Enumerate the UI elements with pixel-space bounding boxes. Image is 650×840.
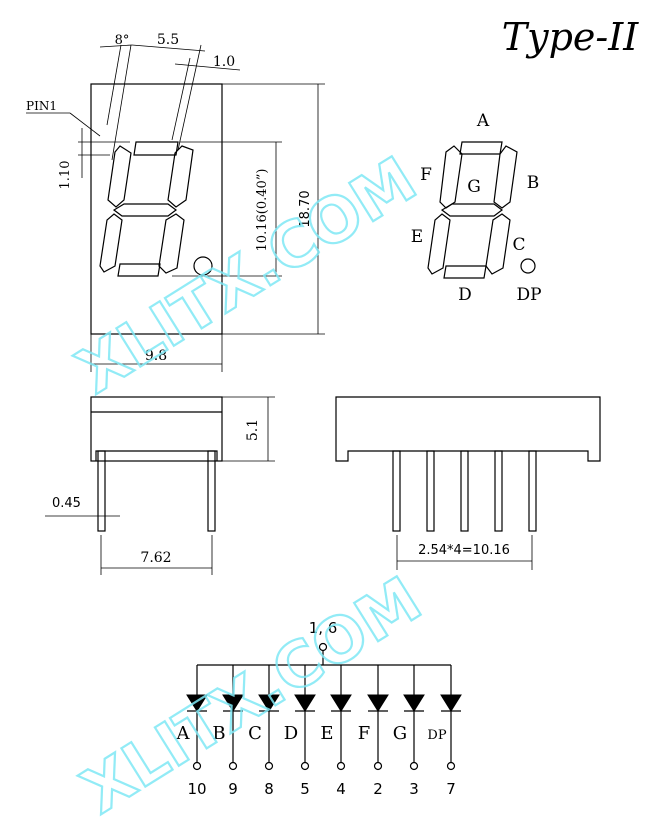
- map-segment-g: [440, 203, 503, 217]
- diode-f: F2: [358, 665, 389, 798]
- title: Type-II: [502, 15, 639, 59]
- pin-terminal: [264, 761, 274, 771]
- row-spacing-label: 7.62: [140, 550, 171, 566]
- side-height-label: 5.1: [245, 419, 261, 441]
- map-segment-c: [485, 213, 511, 275]
- diode-b: B9: [212, 665, 244, 798]
- body-width-label: 9.8: [145, 348, 167, 364]
- diode-pin-number: 7: [446, 780, 456, 798]
- map-label-g: G: [467, 177, 481, 197]
- map-label-f: F: [420, 165, 432, 185]
- diode-segment-label: G: [393, 723, 407, 744]
- front-segment-f: [107, 145, 132, 208]
- pin-terminal: [409, 761, 419, 771]
- side-pin-left: [97, 450, 106, 532]
- side-body-outline: [90, 396, 223, 462]
- diode-segment-label: C: [248, 723, 262, 744]
- pin-terminal: [373, 761, 383, 771]
- diode-segment-label: D: [284, 723, 298, 744]
- bottom-pin-1: [392, 450, 401, 532]
- angle-label: 8°: [115, 33, 130, 48]
- front-decimal-point: [193, 256, 213, 276]
- diode-triangle: [258, 694, 280, 712]
- diode-pin-number: 10: [187, 780, 206, 798]
- bottom-pin-2: [426, 450, 435, 532]
- bottom-view: 2.54*4=10.16: [335, 396, 601, 570]
- pin-terminal: [300, 761, 310, 771]
- diode-c: C8: [248, 665, 280, 798]
- digit-width-label: 5.5: [157, 32, 179, 48]
- diode-pin-number: 5: [300, 780, 310, 798]
- pin-width-label: 0.45: [52, 496, 81, 511]
- common-pin-label: 1, 6: [309, 619, 338, 637]
- diode-triangle: [186, 694, 208, 712]
- front-segment-b: [167, 145, 194, 208]
- diode-triangle: [440, 694, 462, 712]
- diode-segment-label: DP: [427, 728, 446, 743]
- diode-g: G3: [393, 665, 425, 798]
- pin-terminal: [228, 761, 238, 771]
- front-segment-g: [112, 203, 177, 217]
- diode-segment-label: A: [176, 723, 191, 744]
- bottom-pin-4: [494, 450, 503, 532]
- side-view: 5.1 0.45 7.62: [45, 396, 275, 575]
- map-segment-a: [459, 141, 503, 155]
- diode-dp: DP 7: [427, 665, 462, 798]
- watermark-top: XLITX.COM: [64, 142, 428, 407]
- diode-pin-number: 9: [228, 780, 238, 798]
- diode-a: A 10: [176, 665, 208, 798]
- diode-segment-label: E: [320, 723, 333, 744]
- diode-triangle: [403, 694, 425, 712]
- segment-map: A B C D E F G DP: [411, 111, 542, 305]
- diode-triangle: [294, 694, 316, 712]
- pin-terminal: [446, 761, 456, 771]
- front-segment-d: [117, 263, 161, 277]
- pin-terminal: [192, 761, 202, 771]
- front-segment-a: [133, 141, 179, 156]
- front-segment-c: [158, 213, 185, 274]
- diode-pin-number: 2: [373, 780, 383, 798]
- diode-d: D5: [284, 665, 316, 798]
- front-segment-e: [99, 213, 123, 273]
- diode-triangle: [222, 694, 244, 712]
- map-label-d: D: [458, 285, 472, 305]
- front-view: 8° 5.5 1.0 PIN1 1.10 10.16(0.40”) 18.70 …: [26, 32, 325, 372]
- pitch-label: 2.54*4=10.16: [418, 543, 510, 558]
- diode-pin-number: 4: [336, 780, 346, 798]
- map-label-c: C: [512, 235, 525, 255]
- map-segment-b: [493, 145, 518, 209]
- map-segment-d: [443, 265, 487, 279]
- diode-pin-number: 8: [264, 780, 274, 798]
- map-label-a: A: [476, 111, 490, 131]
- bottom-body-outline: [335, 396, 601, 462]
- diode-triangle: [367, 694, 389, 712]
- front-digit: [99, 141, 213, 277]
- pin1-label: PIN1: [26, 99, 57, 113]
- map-segment-f: [439, 145, 463, 209]
- diode-segment-label: B: [212, 723, 225, 744]
- diode-pin-number: 3: [409, 780, 419, 798]
- diode-segment-label: F: [358, 723, 371, 744]
- digit-height-label: 10.16(0.40”): [255, 169, 270, 252]
- map-segment-e: [427, 213, 451, 275]
- pin-terminal: [336, 761, 346, 771]
- segment-width-label: 1.0: [213, 54, 235, 70]
- side-pin-right: [207, 450, 216, 532]
- body-height-label: 18.70: [298, 190, 313, 227]
- map-decimal-point: [520, 258, 536, 274]
- diode-e: E4: [320, 665, 352, 798]
- map-label-e: E: [411, 227, 423, 247]
- diode-triangle: [330, 694, 352, 712]
- bottom-pin-5: [528, 450, 537, 532]
- map-label-dp: DP: [516, 285, 541, 305]
- front-body-outline: [90, 83, 223, 335]
- top-offset-label: 1.10: [58, 161, 73, 190]
- bottom-pin-3: [460, 450, 469, 532]
- map-label-b: B: [527, 173, 540, 193]
